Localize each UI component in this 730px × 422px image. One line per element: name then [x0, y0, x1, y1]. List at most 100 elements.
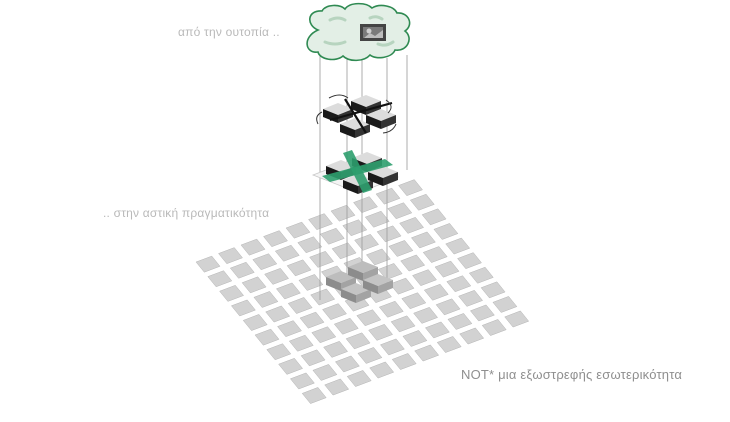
- grid-tile: [289, 372, 315, 390]
- rotate-arrow-icon: [316, 111, 323, 125]
- grid-tile: [446, 275, 472, 293]
- grid-tile: [195, 255, 221, 273]
- grid-tile: [357, 347, 383, 364]
- grid-tile: [285, 221, 311, 239]
- grid-tile: [469, 304, 495, 322]
- grid-tile: [445, 237, 471, 255]
- grid-tile: [264, 268, 290, 285]
- cross-divider: [344, 98, 367, 134]
- grid-tile: [433, 223, 459, 240]
- grid-tile: [413, 307, 439, 324]
- grid-tile: [309, 251, 335, 268]
- grid-tile: [468, 266, 494, 284]
- grid-tile: [286, 259, 312, 277]
- label-urban-reality: .. στην αστική πραγματικότητα: [103, 206, 270, 220]
- grid-tile: [377, 263, 403, 280]
- grid-tile: [333, 317, 359, 335]
- label-utopia: από την ουτοπία ..: [178, 25, 280, 39]
- grid-tile: [368, 324, 394, 341]
- grid-tile: [278, 358, 304, 375]
- grid-tile: [265, 305, 291, 323]
- grid-tile: [424, 321, 450, 339]
- grid-tile: [369, 361, 395, 379]
- grid-tile: [398, 179, 423, 196]
- grid-tile: [322, 303, 347, 320]
- rotating-blocks: [316, 94, 397, 138]
- grid-tile: [492, 296, 518, 313]
- grid-tile: [241, 276, 267, 294]
- grid-tile: [423, 283, 449, 301]
- grid-tile: [365, 248, 391, 266]
- grid-tile: [297, 236, 323, 254]
- grid-tile: [504, 310, 530, 328]
- grid-tile: [402, 330, 428, 347]
- green-cross-plate: [311, 150, 400, 194]
- grid-tile: [331, 242, 357, 260]
- dark-block: [366, 109, 396, 129]
- grid-tile: [299, 311, 325, 329]
- grid-tile: [409, 193, 435, 211]
- grid-tile: [252, 253, 278, 271]
- grid-tile: [219, 285, 245, 302]
- cross-divider: [329, 101, 393, 122]
- grid-tile: [301, 387, 327, 404]
- grid-tile: [421, 208, 447, 226]
- grid-tile: [388, 240, 414, 257]
- grid-tile: [400, 254, 426, 272]
- grid-tile: [229, 261, 255, 279]
- grid-tile: [334, 355, 360, 373]
- grid-tile: [387, 202, 413, 220]
- grid-tile: [436, 336, 462, 353]
- grid-tile: [364, 210, 390, 228]
- grid-tile: [218, 247, 243, 264]
- grid-tile: [207, 270, 233, 288]
- grid-tile: [459, 327, 485, 345]
- ground-block: [348, 261, 378, 281]
- grid-tile: [253, 291, 279, 308]
- grid-tile: [354, 234, 380, 251]
- grid-tile: [389, 277, 415, 295]
- green-cross-bar: [343, 150, 372, 193]
- grid-tile: [457, 252, 482, 269]
- grid-tile: [390, 315, 416, 333]
- grid-tile: [254, 328, 280, 346]
- grid-tile: [310, 288, 336, 306]
- grid-tile: [447, 313, 473, 330]
- grid-tile: [378, 300, 404, 318]
- rotate-arrow-icon: [382, 123, 397, 134]
- grid-tile: [242, 314, 268, 331]
- grid-tile: [391, 353, 417, 370]
- grid-tile: [458, 290, 484, 307]
- dark-block: [340, 118, 370, 138]
- grid-tile: [266, 343, 292, 361]
- grid-tile: [330, 204, 356, 222]
- grid-tile: [324, 378, 350, 396]
- grid-tile: [323, 341, 349, 358]
- ground-block-cluster: [326, 261, 393, 303]
- grid-tile: [410, 231, 436, 249]
- rotate-arrow-icon: [385, 99, 392, 114]
- grid-tile: [480, 281, 506, 299]
- grid-tile: [274, 244, 300, 262]
- grid-tile: [275, 282, 301, 300]
- grid-tile: [287, 297, 313, 314]
- grid-tile: [376, 225, 402, 243]
- grid-tile: [356, 309, 382, 327]
- grid-tile: [399, 217, 425, 234]
- grid-tile: [312, 364, 338, 381]
- grid-tile: [481, 319, 507, 336]
- grid-tile: [434, 260, 460, 278]
- grid-tile: [300, 349, 326, 367]
- grid-tile: [414, 344, 440, 362]
- grid-tile: [401, 292, 427, 310]
- grid-tile: [319, 227, 345, 245]
- grid-tile: [353, 196, 378, 213]
- grid-tile: [240, 238, 266, 256]
- grid-tile: [379, 338, 405, 356]
- label-extroverted-interiority: NOT* μια εξωστρεφής εσωτερικότητα: [461, 367, 683, 382]
- grid-tile: [422, 246, 448, 263]
- rotate-arrow-icon: [328, 94, 349, 99]
- ground-grid: [195, 179, 530, 404]
- grid-tile: [435, 298, 461, 316]
